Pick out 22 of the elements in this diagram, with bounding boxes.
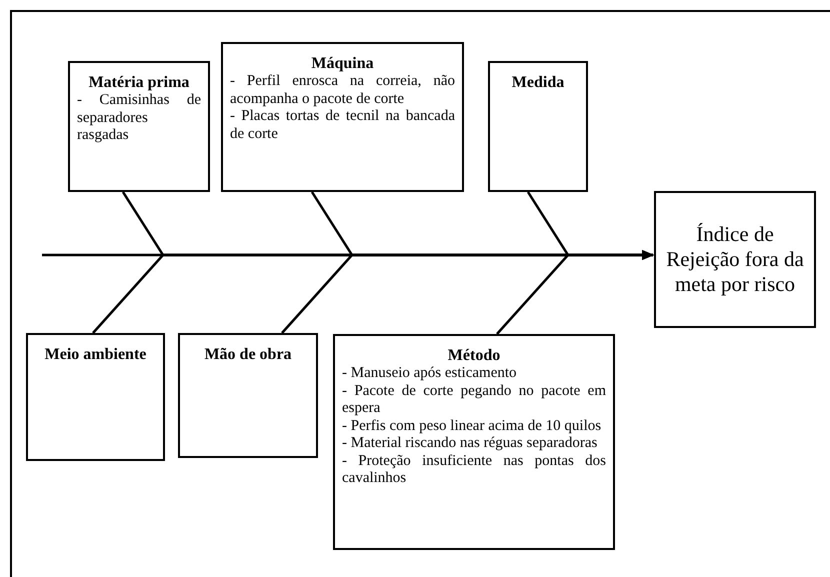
cause-item: - Camisinhas de separadores rasgadas (77, 92, 201, 144)
cause-box (488, 61, 588, 192)
category-heading: Máquina (310, 54, 375, 73)
cause-item: - Perfis com peso linear acima de 10 quilos (342, 418, 602, 435)
cause-box (178, 333, 318, 458)
effect-box (654, 191, 816, 328)
cause-item: - Pacote de corte pegando no pacote em espera (342, 382, 606, 418)
category-heading: Método (446, 346, 502, 365)
cause-item: - Material riscando nas réguas separadoras (342, 435, 598, 452)
cause-item: - Proteção insuficiente nas pontas dos cavalinhos (342, 452, 606, 488)
cause-box (26, 333, 165, 461)
cause-item: - Placas tortas de tecnil na bancada de corte (230, 108, 455, 143)
effect-text: Índice de Rejeição fora da meta por risco (665, 222, 805, 297)
cause-item: - Manuseio após esticamento (342, 365, 518, 382)
category-heading: Medida (510, 73, 566, 92)
category-heading: Meio ambiente (44, 345, 148, 364)
cause-box (221, 42, 464, 192)
category-heading: Mão de obra (203, 345, 293, 364)
cause-box (333, 334, 615, 550)
cause-item: - Perfil enrosca na correia, não acompanha o pacote de corte (230, 73, 455, 108)
category-heading: Matéria prima (88, 73, 190, 92)
cause-box (68, 61, 210, 192)
